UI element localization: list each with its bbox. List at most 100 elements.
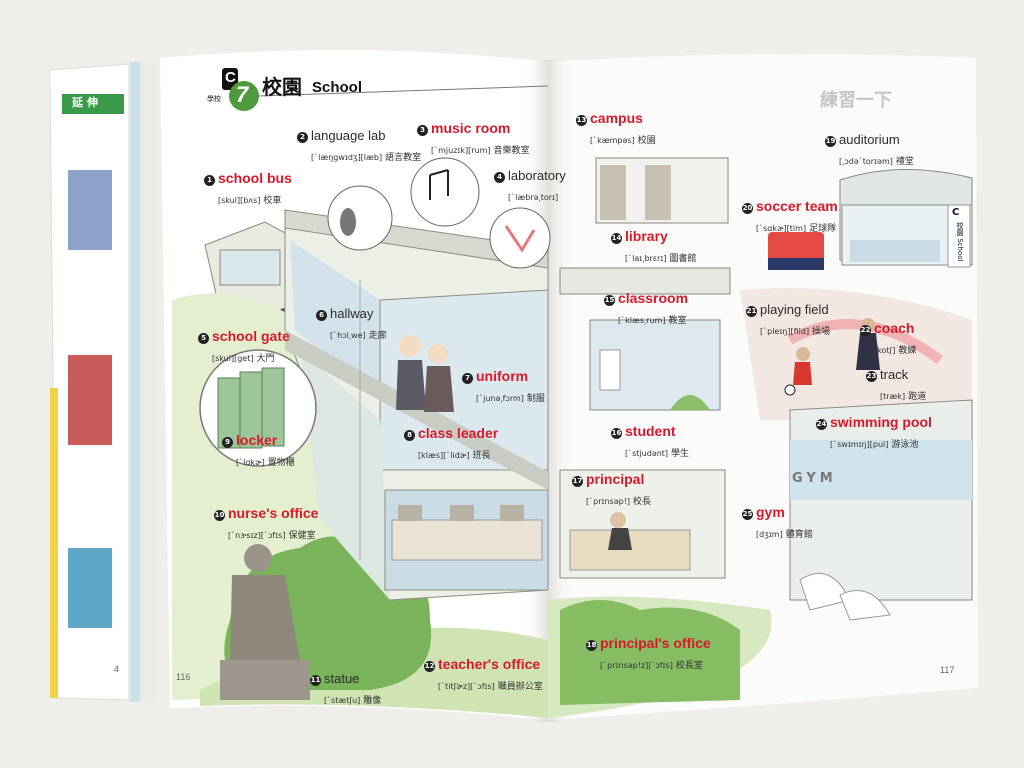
vocab-chinese: 教室: [668, 316, 687, 326]
side-thumb-tab: [947, 204, 971, 268]
vocab-chinese: 圖書館: [669, 254, 697, 264]
vocab-number: 6: [316, 310, 327, 321]
vocab-chinese: 雕像: [363, 696, 382, 706]
vocab-word: coach: [874, 320, 915, 336]
vocab-word: statue: [324, 671, 360, 686]
vocab-word: locker: [236, 432, 278, 448]
page-number-far-left: 4: [114, 664, 120, 674]
header-letter-box: [222, 68, 238, 90]
vocab-number: 16: [611, 428, 622, 439]
vocab-chinese: 體育館: [785, 530, 813, 540]
vocab-phonetic: [ˋstætʃu]: [324, 696, 361, 705]
vocab-phonetic: [ˋlæbrə͵torɪ]: [508, 193, 559, 202]
vocab-chinese: 職員辦公室: [497, 682, 543, 692]
vocab-word: nurse's office: [228, 505, 319, 521]
vocab-phonetic: [ˋswɪmɪŋ][pul]: [830, 440, 889, 449]
vocab-phonetic: [kotʃ]: [874, 346, 896, 355]
vocab-word: uniform: [476, 368, 529, 384]
vocab-word: soccer team: [756, 198, 838, 214]
vocab-phonetic: [træk]: [880, 392, 906, 401]
vocab-word: principal's office: [600, 635, 711, 651]
vocab-word: laboratory: [508, 168, 566, 183]
vocab-word: school gate: [212, 328, 290, 344]
vocab-number: 13: [576, 115, 587, 126]
vocab-number: 9: [222, 437, 233, 448]
vocab-phonetic: [skul][get]: [212, 354, 254, 363]
back-thumb-2: [68, 355, 112, 445]
vocab-phonetic: [skul][bʌs]: [218, 196, 261, 205]
vocab-chinese: 禮堂: [895, 157, 914, 167]
vocab-chinese: 校長: [633, 497, 652, 507]
vocab-chinese: 操場: [812, 327, 831, 337]
header-rule: [257, 85, 549, 97]
vocab-number: 25: [742, 509, 753, 520]
vocab-number: 14: [611, 233, 622, 244]
vocab-chinese: 語言教室: [385, 153, 422, 163]
vocab-phonetic: [ˋprɪnsəp!z][ˋɔfɪs]: [600, 661, 673, 670]
vocab-chinese: 校長室: [675, 661, 703, 671]
vocab-phonetic: [ˋprɪnsəp!]: [586, 497, 631, 506]
teacher-office-desks: [391, 505, 543, 561]
vocab-phonetic: [ˋjunə͵fɔrm]: [476, 394, 524, 403]
back-page-yellow-edge: [50, 388, 58, 698]
lockers: [199, 349, 317, 467]
vocab-chinese: 學生: [671, 449, 690, 459]
vocab-phonetic: [ˋstjudənt]: [625, 449, 669, 458]
vocab-word: class leader: [418, 425, 499, 441]
vocab-number: 5: [198, 333, 209, 344]
vocab-phonetic: [ˋkæmpəs]: [590, 136, 635, 145]
vocab-number: 3: [417, 125, 428, 136]
chapter-title-zh: 校園: [262, 75, 302, 99]
vocab-phonetic: [ˋnɝsɪz][ˋɔfɪs]: [228, 531, 286, 540]
gym-building: [789, 399, 973, 621]
vocab-number: 20: [742, 203, 753, 214]
page-stack-blue: [130, 62, 140, 702]
vocab-word: teacher's office: [438, 656, 541, 672]
soccer-team-group: [768, 232, 824, 270]
library-building: [595, 157, 729, 224]
vocab-phonetic: [͵ɔdəˋtorɪəm]: [839, 157, 893, 166]
vocab-word: gym: [756, 504, 785, 520]
vocab-phonetic: [ˋlæŋgwɪdʒ][læb]: [311, 153, 383, 162]
statue: [220, 544, 310, 700]
playing-field: [740, 288, 972, 420]
vocab-chinese: 校車: [263, 196, 282, 206]
vocab-number: 19: [825, 136, 836, 147]
vocab-chinese: 班長: [472, 451, 491, 461]
header-number-circle: [229, 81, 259, 111]
side-thumb-text: 校園 School: [956, 222, 964, 262]
vocab-chinese: 跑道: [908, 392, 927, 402]
back-thumb-1: [68, 170, 112, 250]
vocab-number: 24: [816, 419, 827, 430]
vocab-word: library: [625, 228, 668, 244]
vocab-chinese: 游泳池: [891, 440, 919, 450]
vocab-chinese: 保健室: [288, 531, 316, 541]
vocab-number: 12: [424, 661, 435, 672]
back-thumb-3: [68, 548, 112, 628]
vocab-chinese: 制服: [526, 394, 545, 404]
vocab-number: 15: [604, 295, 615, 306]
chapter-title-en: School: [312, 79, 363, 96]
